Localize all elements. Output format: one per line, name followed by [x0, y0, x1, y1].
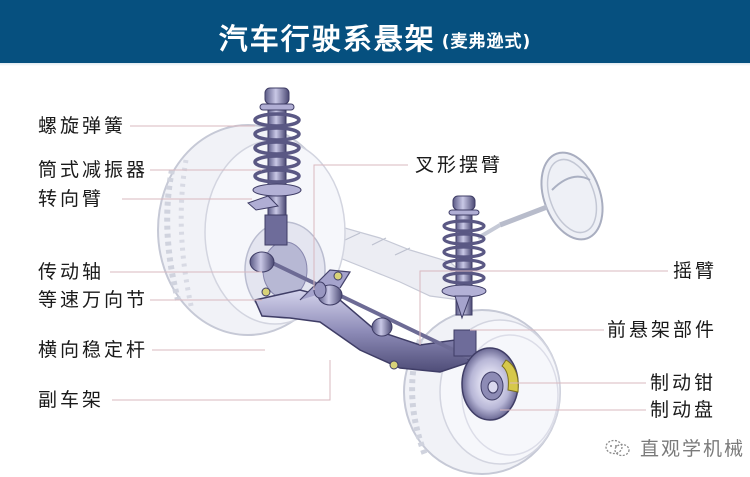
brake-assembly [461, 347, 519, 421]
cv-joint-outer [249, 251, 393, 337]
leader-subframe [112, 360, 331, 401]
label-stabilizer-bar: 横向稳定杆 [38, 339, 149, 361]
banner-shadow [0, 63, 750, 66]
leader-wishbone [313, 164, 408, 290]
watermark: 直观学机械 [604, 434, 745, 461]
label-shock-absorber: 筒式减振器 [38, 159, 149, 181]
label-rocker-arm: 摇臂 [673, 260, 718, 282]
diagram-subtitle: (麦弗逊式) [441, 32, 532, 52]
label-front-suspension-parts: 前悬架部件 [607, 319, 718, 341]
title-banner: 汽车行驶系悬架 (麦弗逊式) [0, 0, 750, 63]
leader-rocker-arm [419, 270, 668, 345]
steering-wheel [476, 151, 604, 241]
label-wishbone: 叉形摆臂 [415, 154, 504, 176]
label-drive-shaft: 传动轴 [38, 261, 105, 283]
watermark-text: 直观学机械 [640, 438, 746, 460]
label-subframe: 副车架 [38, 389, 105, 411]
brake-caliper [501, 359, 519, 393]
label-coil-spring: 螺旋弹簧 [38, 115, 127, 137]
leader-lines [110, 125, 668, 411]
label-brake-caliper: 制动钳 [650, 372, 717, 394]
label-brake-disc: 制动盘 [650, 399, 717, 421]
right-strut [441, 195, 487, 357]
wechat-icon [605, 439, 630, 456]
diagram-title: 汽车行驶系悬架 [218, 21, 436, 56]
label-cv-joint: 等速万向节 [38, 289, 149, 311]
label-steering-arm: 转向臂 [38, 188, 105, 210]
left-strut [247, 87, 302, 246]
